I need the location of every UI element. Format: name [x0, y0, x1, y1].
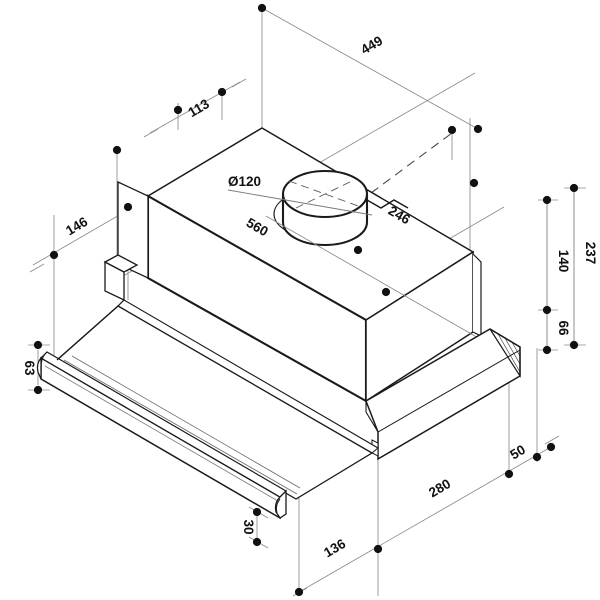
- panel-rear-riser: [117, 299, 125, 307]
- dim-label-146: 146: [63, 214, 90, 239]
- dim-label-30: 30: [241, 519, 256, 534]
- top-face-notch: [366, 199, 409, 209]
- diameter-leader: [227, 189, 373, 216]
- panel-left-endcap-edge: [40, 351, 48, 373]
- dim-label-237: 237: [583, 242, 598, 265]
- dim-label-140: 140: [556, 250, 571, 273]
- dim-label-449: 449: [358, 33, 385, 57]
- panel-right-endcap: [274, 489, 287, 519]
- dim-label-280: 280: [426, 476, 453, 500]
- dim-label-66: 66: [556, 320, 571, 336]
- dim-label-50: 50: [507, 442, 528, 463]
- flange-bracket-top: [103, 254, 139, 273]
- base-band-edge: [377, 349, 521, 433]
- panel-left-endcap: [36, 356, 42, 380]
- dim-label-63: 63: [22, 360, 37, 376]
- body-right-edge-detail: [472, 253, 482, 337]
- panel-right-endcap-arc: [275, 498, 281, 514]
- dim-label-136: 136: [321, 536, 348, 561]
- base-band-left-return: [365, 401, 379, 433]
- slide-out-panel: [36, 299, 379, 520]
- rear-mounting-flange: [103, 180, 149, 302]
- panel-lip-highlight: [44, 365, 284, 505]
- panel-groove-line: [63, 359, 298, 495]
- panel-groove-line-2: [71, 355, 301, 489]
- hidden-edge-dashed: [370, 132, 453, 194]
- dim-label-diameter-120: Ø120: [228, 174, 261, 189]
- section-hatch-triangle: [489, 328, 521, 379]
- panel-left-return: [56, 305, 119, 361]
- duct-outlet-centre-marks: [288, 179, 362, 209]
